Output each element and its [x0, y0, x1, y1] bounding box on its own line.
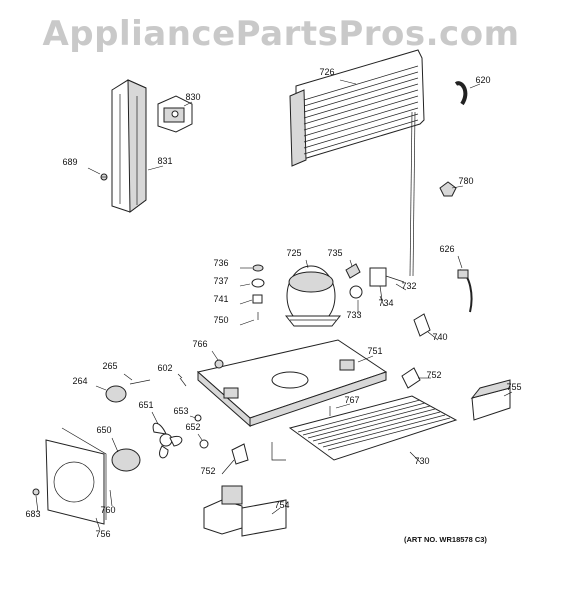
leader-line-p626 [457, 255, 463, 269]
callout-p725[interactable]: 725 [286, 248, 301, 258]
leader-line-p620 [469, 83, 481, 89]
leader-line-p732 [395, 283, 407, 291]
leader-line-p683 [35, 495, 39, 513]
callout-p730[interactable]: 730 [414, 456, 429, 466]
leader-line-p766 [211, 350, 219, 361]
callout-p751[interactable]: 751 [367, 346, 382, 356]
leader-line-p755 [503, 391, 513, 397]
callout-p650[interactable]: 650 [96, 425, 111, 435]
plug-780-drawing [439, 181, 457, 197]
callout-p831[interactable]: 831 [157, 156, 172, 166]
leader-line-p726 [339, 79, 357, 85]
callout-p830[interactable]: 830 [185, 92, 200, 102]
callout-p766[interactable]: 766 [192, 339, 207, 349]
coil-730-drawing [271, 395, 458, 461]
leader-line-p265 [123, 373, 133, 381]
grommet-766-drawing [214, 359, 224, 369]
callout-p602[interactable]: 602 [157, 363, 172, 373]
mullion-bar-drawing [111, 79, 147, 213]
leader-line-p653 [189, 415, 197, 419]
callout-p653[interactable]: 653 [173, 406, 188, 416]
bracket-755-drawing [470, 379, 511, 421]
callout-p752b[interactable]: 752 [200, 466, 215, 476]
leader-line-p752b [221, 459, 235, 475]
leader-line-p756 [95, 517, 101, 531]
screw-689-drawing [100, 173, 108, 181]
bracket-752-drawing [231, 367, 421, 465]
leader-line-p652 [197, 433, 203, 441]
leader-line-p650 [111, 437, 119, 453]
leader-line-p602 [177, 373, 183, 379]
callout-p780[interactable]: 780 [458, 176, 473, 186]
callout-p741[interactable]: 741 [213, 294, 228, 304]
leader-line-p760 [109, 489, 113, 507]
leader-line-p737 [239, 283, 251, 287]
leader-line-p750 [239, 319, 255, 326]
callout-p652[interactable]: 652 [185, 422, 200, 432]
callout-p735[interactable]: 735 [327, 248, 342, 258]
leader-line-p651 [151, 411, 159, 425]
callout-p756[interactable]: 756 [95, 529, 110, 539]
leader-line-p831 [147, 165, 164, 171]
fan-motor-drawing [111, 414, 209, 472]
callout-p767[interactable]: 767 [344, 395, 359, 405]
tube-620-drawing [454, 81, 468, 106]
callout-p733[interactable]: 733 [346, 310, 361, 320]
callout-p265[interactable]: 265 [102, 361, 117, 371]
leader-line-p754 [271, 507, 281, 515]
callout-p689[interactable]: 689 [62, 157, 77, 167]
callout-p620[interactable]: 620 [475, 75, 490, 85]
art-number: (ART NO. WR18578 C3) [404, 535, 487, 544]
motor-capacitor-drawing [105, 379, 151, 403]
leader-line-p264 [95, 385, 107, 391]
callout-p736[interactable]: 736 [213, 258, 228, 268]
callout-p734[interactable]: 734 [378, 298, 393, 308]
clip-740-drawing [413, 313, 431, 337]
bracket-830-drawing [157, 95, 193, 133]
callout-p726[interactable]: 726 [319, 67, 334, 77]
callout-p626[interactable]: 626 [439, 244, 454, 254]
callout-p750[interactable]: 750 [213, 315, 228, 325]
leader-line-p741 [239, 299, 253, 305]
callout-p755[interactable]: 755 [506, 382, 521, 392]
screw-602-drawing [179, 377, 187, 387]
shroud-756-drawing [45, 427, 107, 525]
leader-line-p767 [335, 403, 351, 409]
leader-line-p689 [87, 167, 101, 175]
leader-line-p734 [379, 295, 385, 307]
cord-626-drawing [457, 269, 473, 313]
callout-p683[interactable]: 683 [25, 509, 40, 519]
screw-683-drawing [32, 488, 40, 496]
relay-parts-drawing [345, 263, 405, 301]
condenser-726-drawing [289, 49, 425, 277]
callout-p760[interactable]: 760 [100, 505, 115, 515]
bracket-754-drawing [203, 485, 287, 537]
leader-line-p780 [451, 185, 464, 189]
callout-labels: 726 620 830 689 831 780 725 735 626 736 737 732 741 7… [25, 67, 521, 539]
callout-p651[interactable]: 651 [138, 400, 153, 410]
leader-line-p725 [305, 259, 309, 269]
callout-p752a[interactable]: 752 [426, 370, 441, 380]
leader-line-p830 [183, 101, 193, 107]
base-plate-751-drawing [196, 339, 388, 428]
compressor-725-drawing [284, 265, 342, 327]
watermark: AppliancePartsPros.com [42, 14, 520, 54]
callout-p737[interactable]: 737 [213, 276, 228, 286]
grommet-stack-drawing [251, 264, 265, 320]
leader-line-p735 [349, 259, 353, 267]
leader-line-p730 [409, 451, 421, 463]
callout-p740[interactable]: 740 [432, 332, 447, 342]
leader-line-p740 [427, 331, 439, 341]
leader-line-p751 [357, 355, 374, 363]
callout-p754[interactable]: 754 [274, 500, 289, 510]
callout-p264[interactable]: 264 [72, 376, 87, 386]
callout-p732[interactable]: 732 [401, 281, 416, 291]
